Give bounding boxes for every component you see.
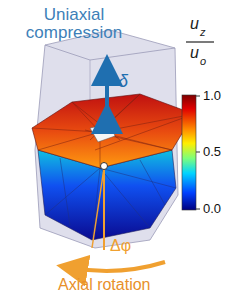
colorbar-label: u <box>190 16 199 33</box>
tick-label: 0.0 <box>203 202 221 216</box>
axis-line <box>103 168 105 250</box>
rotation-label: Axial rotation <box>58 277 151 294</box>
title-label: Uniaxial compression <box>8 6 140 42</box>
center-dot <box>101 163 108 170</box>
displacement-symbol: δ <box>118 72 128 91</box>
upper-layer <box>32 94 194 168</box>
compression-arrow <box>105 70 109 118</box>
colorbar-label: z <box>200 27 206 39</box>
lower-layer <box>38 150 176 240</box>
tick <box>196 96 200 97</box>
tick-label: 1.0 <box>203 89 221 103</box>
tick <box>196 152 200 153</box>
tick-label: 0.5 <box>203 145 221 159</box>
axis-line <box>92 168 104 248</box>
angle-symbol: Δφ <box>110 238 131 255</box>
colorbar <box>182 95 196 210</box>
colorbar-label: o <box>200 56 206 68</box>
colorbar-label: u <box>190 45 199 62</box>
rotation-arrow <box>72 262 165 271</box>
tick <box>196 209 200 210</box>
fraction-bar <box>186 41 214 42</box>
